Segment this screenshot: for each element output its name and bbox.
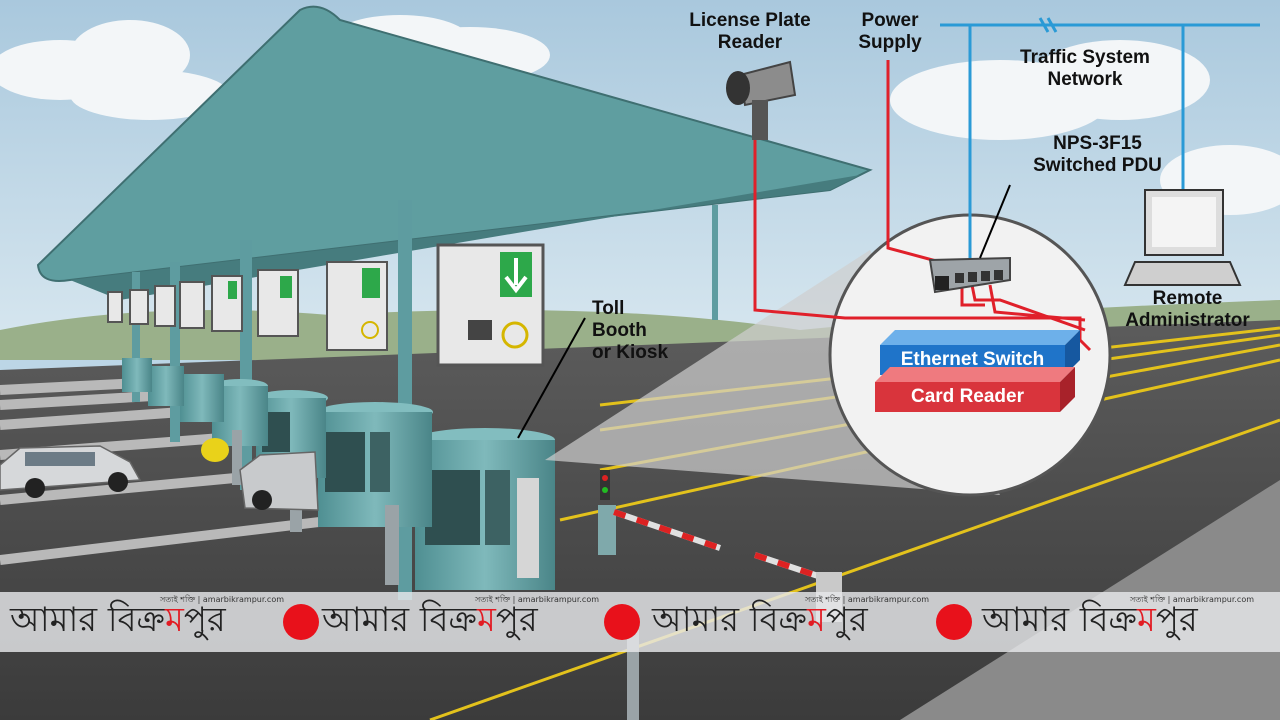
watermark-band: আমার বিক্রমপুর সত্যই শক্তি | amarbikramp… [0,592,1280,652]
ethernet-switch-label: Ethernet Switch [880,349,1065,371]
license-plate-reader-label: License Plate Reader [680,10,820,54]
red-dot-icon [283,604,319,640]
card-reader-label: Card Reader [875,386,1060,408]
watermark-tagline: সত্যই শক্তি | amarbikrampur.com [805,594,929,607]
traffic-network-label: Traffic System Network [1005,47,1165,91]
toll-booth-label: Toll Booth or Kiosk [592,298,682,364]
toll-booth-main [415,428,555,590]
car-yellow [201,438,229,462]
watermark-tagline: সত্যই শক্তি | amarbikrampur.com [475,594,599,607]
red-dot-icon [604,604,640,640]
pdu-label: NPS-3F15 Switched PDU [1010,133,1185,177]
power-supply-label: Power Supply [845,10,935,54]
watermark-tagline: সত্যই শক্তি | amarbikrampur.com [1130,594,1254,607]
car-center [240,452,318,510]
watermark-tagline: সত্যই শক্তি | amarbikrampur.com [160,594,284,607]
red-dot-icon [936,604,972,640]
remote-admin-label: Remote Administrator [1110,288,1265,332]
